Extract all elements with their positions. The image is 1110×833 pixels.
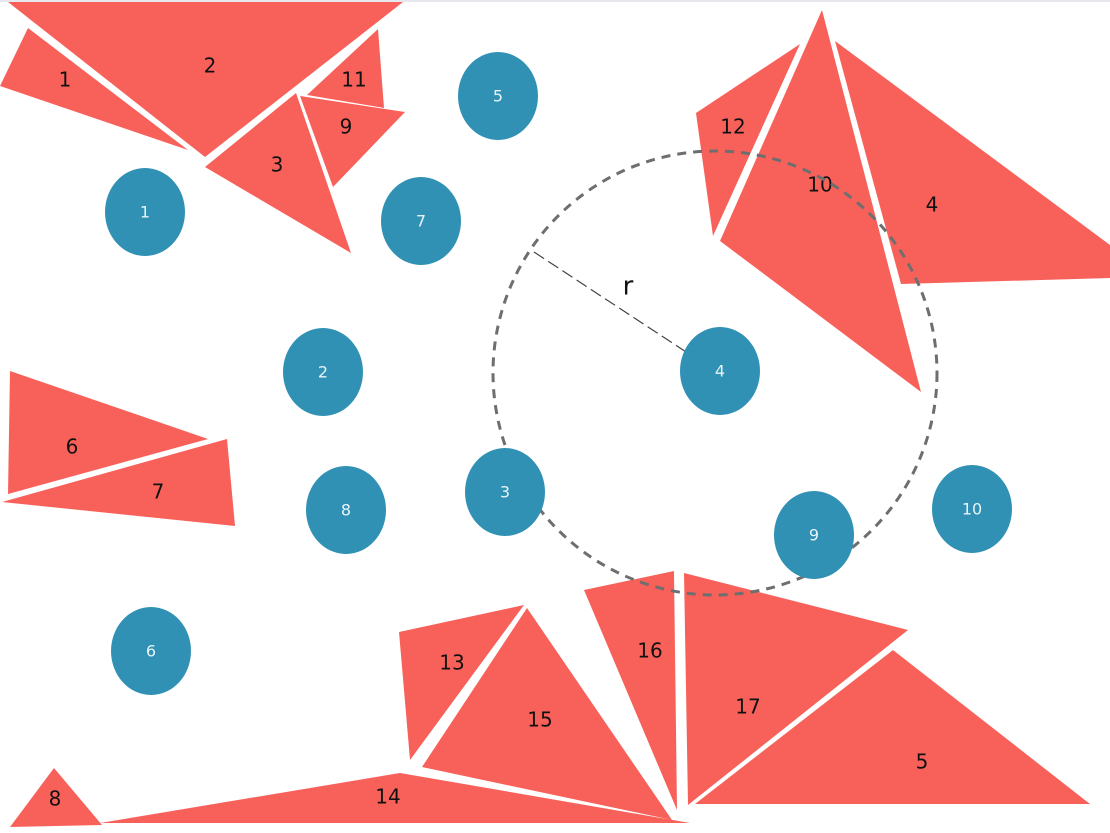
node-circle xyxy=(680,327,760,415)
obstacle-shape xyxy=(2,439,235,526)
node-1: 1 xyxy=(105,168,185,256)
obstacle-label: 9 xyxy=(340,115,353,139)
node-8: 8 xyxy=(306,466,386,554)
node-3: 3 xyxy=(465,448,545,536)
obstacle-shape xyxy=(695,650,1090,804)
obstacle-label: 2 xyxy=(204,54,217,78)
node-label: 5 xyxy=(493,87,503,106)
node-label: 9 xyxy=(809,526,819,545)
obstacle-shape xyxy=(720,10,921,392)
node-label: 4 xyxy=(715,362,725,381)
obstacle-1: 1 xyxy=(0,28,188,150)
obstacle-11: 11 xyxy=(307,29,384,108)
obstacle-label: 4 xyxy=(926,193,939,217)
obstacle-label: 14 xyxy=(375,785,400,809)
obstacle-shape xyxy=(0,28,188,150)
node-circle xyxy=(381,177,461,265)
node-label: 10 xyxy=(962,500,982,519)
obstacle-8: 8 xyxy=(10,768,102,827)
node-circle xyxy=(458,52,538,140)
obstacle-label: 12 xyxy=(720,115,745,139)
obstacle-label: 3 xyxy=(271,153,284,177)
node-circle xyxy=(105,168,185,256)
obstacle-2: 2 xyxy=(8,2,403,157)
node-label: 2 xyxy=(318,363,328,382)
obstacle-shape xyxy=(696,44,800,236)
obstacle-7: 7 xyxy=(2,439,235,526)
obstacle-5: 5 xyxy=(695,650,1090,804)
obstacle-6: 6 xyxy=(8,371,208,494)
node-circle xyxy=(465,448,545,536)
obstacle-label: 8 xyxy=(49,787,62,811)
obstacle-label: 7 xyxy=(152,480,165,504)
obstacle-label: 17 xyxy=(735,695,760,719)
obstacle-16: 16 xyxy=(584,571,677,810)
obstacle-shape xyxy=(307,29,384,108)
obstacle-label: 5 xyxy=(916,750,929,774)
obstacle-9: 9 xyxy=(300,96,405,187)
obstacle-label: 1 xyxy=(59,68,72,92)
node-6: 6 xyxy=(111,607,191,695)
obstacle-shape xyxy=(584,571,677,810)
obstacle-shape xyxy=(205,93,351,253)
obstacle-shape xyxy=(684,573,908,805)
obstacle-shape xyxy=(399,605,524,760)
node-5: 5 xyxy=(458,52,538,140)
obstacle-label: 13 xyxy=(439,651,464,675)
obstacle-13: 13 xyxy=(399,605,524,760)
obstacle-4: 4 xyxy=(835,41,1110,284)
node-10: 10 xyxy=(932,465,1012,553)
obstacle-shape xyxy=(10,768,102,827)
node-circle xyxy=(306,466,386,554)
node-label: 8 xyxy=(341,501,351,520)
obstacle-label: 11 xyxy=(341,68,366,92)
node-7: 7 xyxy=(381,177,461,265)
node-circle xyxy=(932,465,1012,553)
node-label: 7 xyxy=(416,212,426,231)
obstacle-shape xyxy=(100,773,690,823)
node-circle xyxy=(111,607,191,695)
node-2: 2 xyxy=(283,328,363,416)
obstacle-shape xyxy=(835,41,1110,284)
obstacle-label: 16 xyxy=(637,639,662,663)
obstacle-label: 15 xyxy=(527,708,552,732)
node-circle xyxy=(774,491,854,579)
node-9: 9 xyxy=(774,491,854,579)
radius-label: r xyxy=(623,272,634,302)
obstacle-shape xyxy=(422,608,672,820)
obstacle-shape xyxy=(300,96,405,187)
obstacle-14: 14 xyxy=(100,773,690,823)
node-label: 6 xyxy=(146,642,156,661)
node-label: 1 xyxy=(140,203,150,222)
obstacle-17: 17 xyxy=(684,573,908,805)
obstacle-12: 12 xyxy=(696,44,800,236)
communication-range-circle xyxy=(491,149,939,597)
node-circle xyxy=(283,328,363,416)
obstacle-3: 3 xyxy=(205,93,351,253)
node-label: 3 xyxy=(500,483,510,502)
obstacle-shape xyxy=(8,371,208,494)
node-4: 4 xyxy=(680,327,760,415)
obstacle-15: 15 xyxy=(422,608,672,820)
obstacle-shape xyxy=(8,2,403,157)
obstacle-label: 6 xyxy=(66,435,79,459)
